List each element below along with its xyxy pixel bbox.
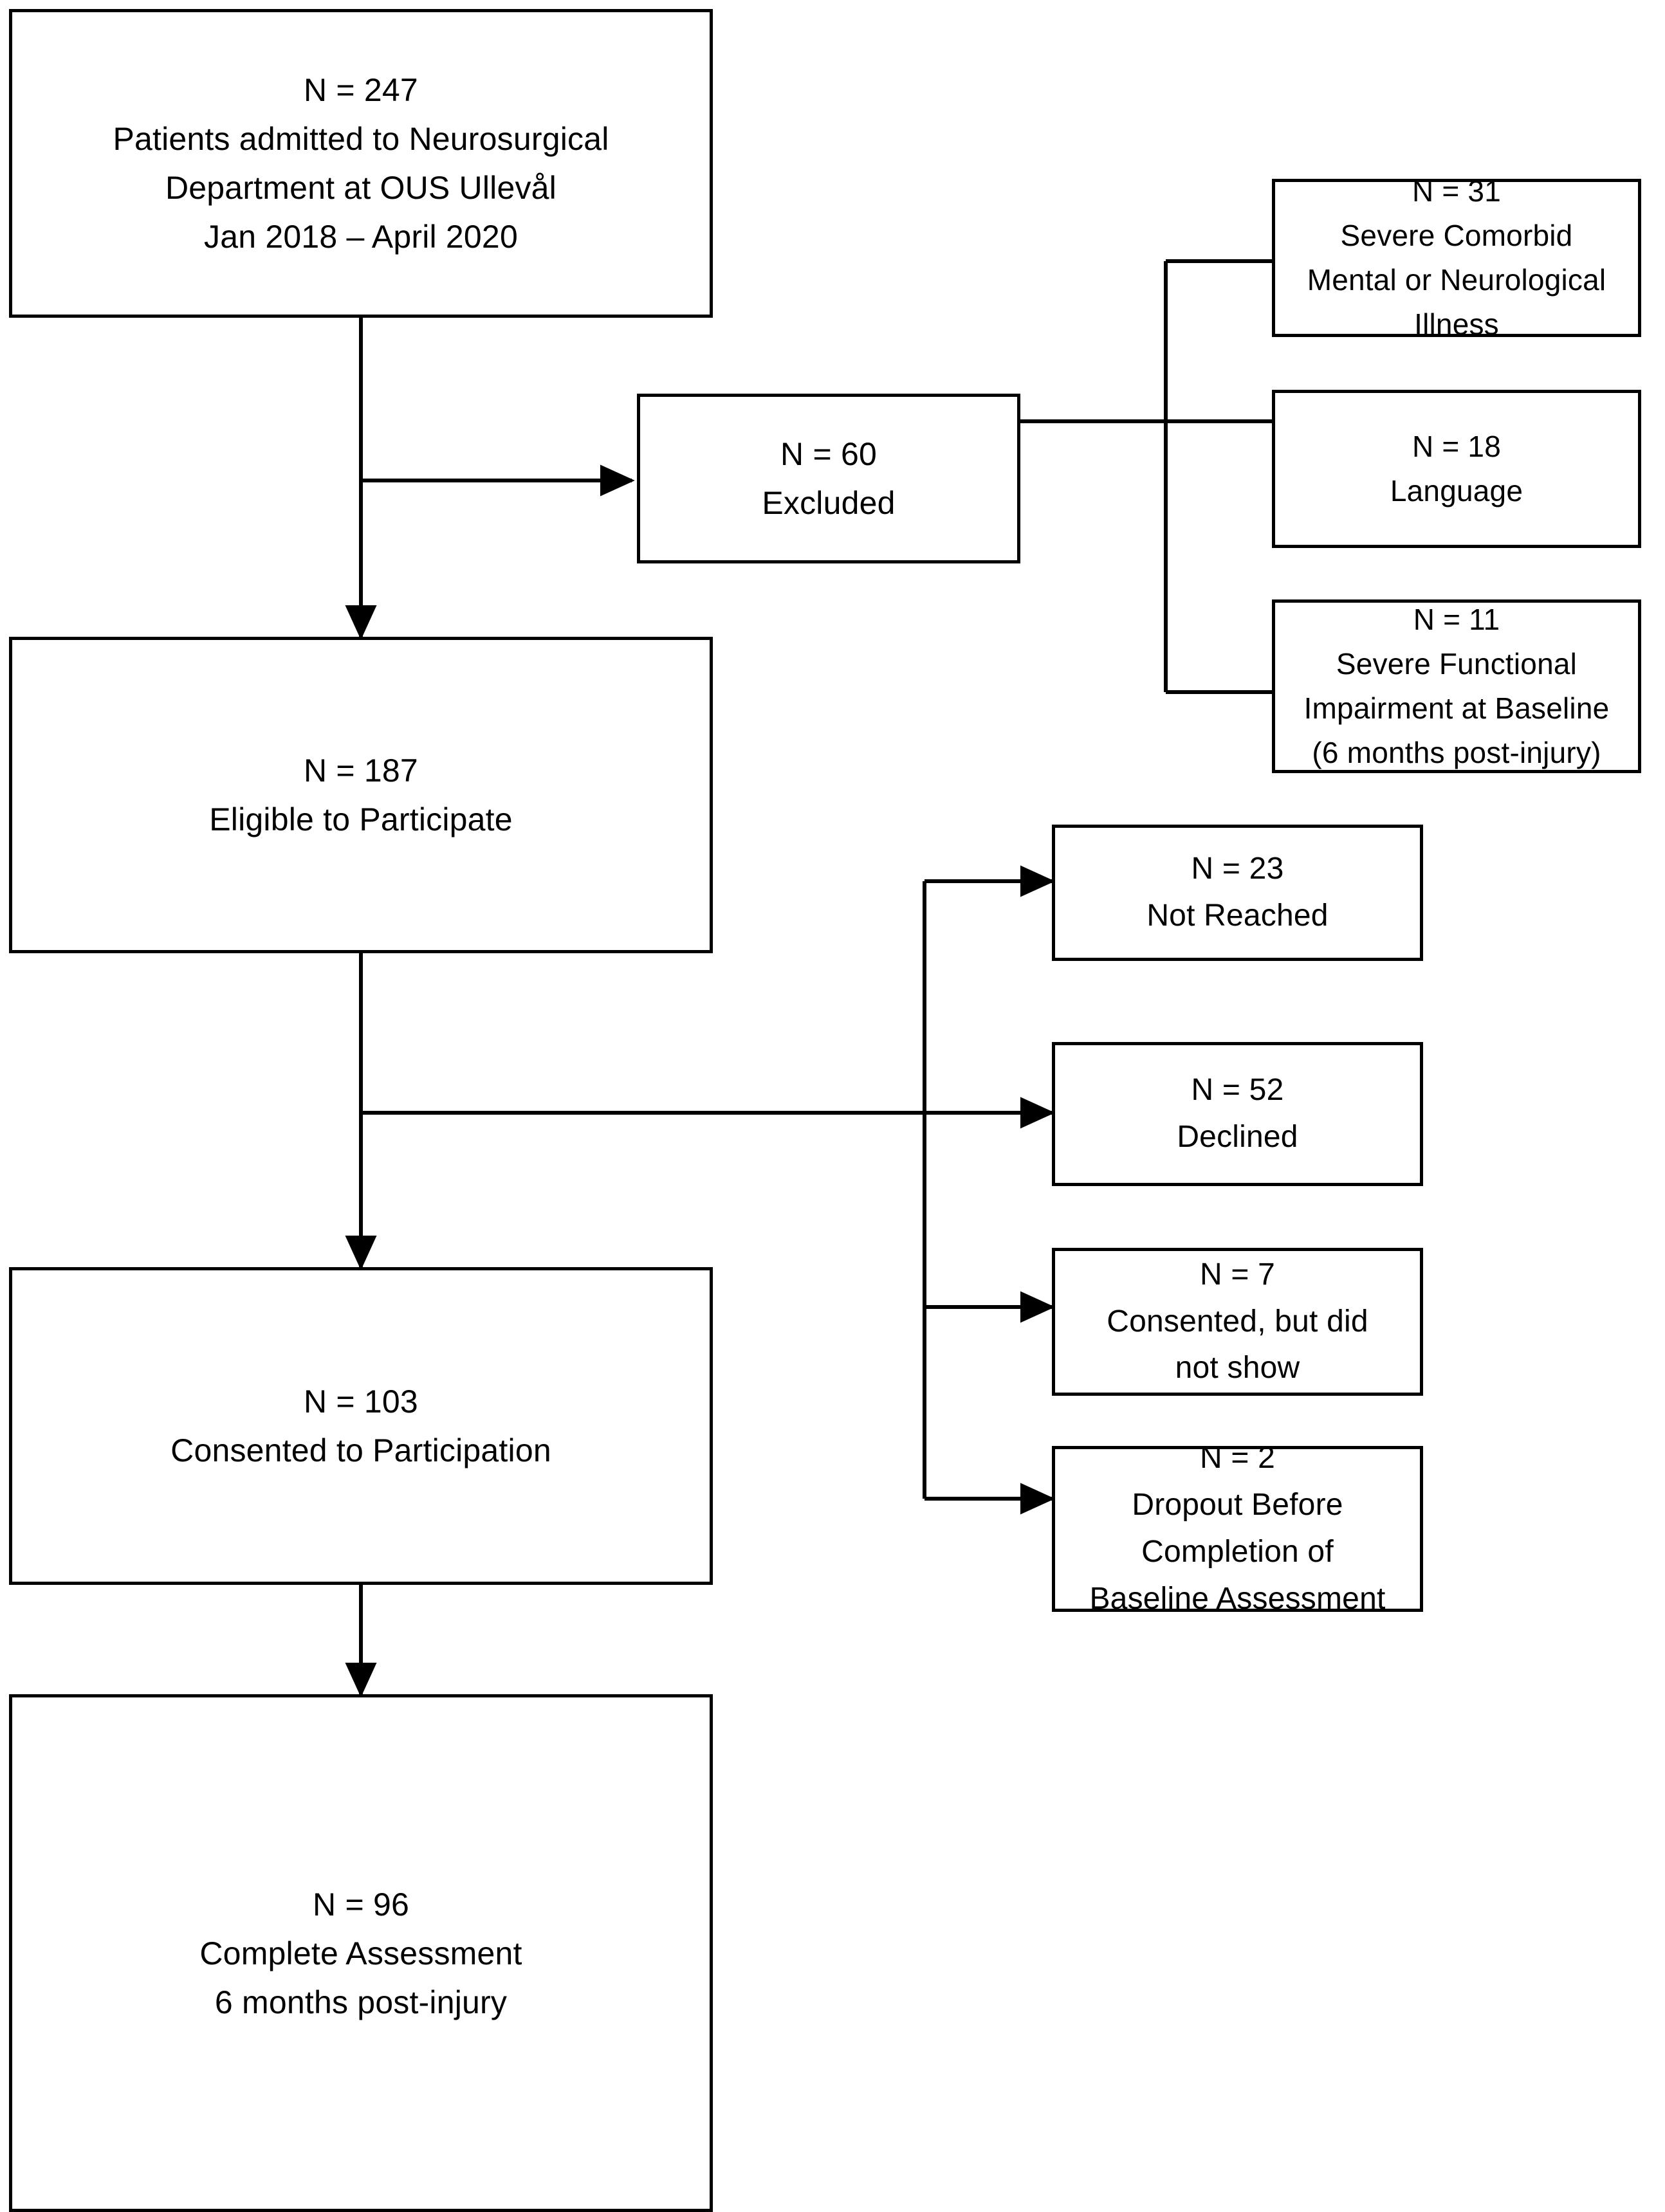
node-declined-line-1: Declined	[1177, 1120, 1298, 1154]
node-excl-language-text: N = 18 Language	[1275, 425, 1638, 513]
node-excl-comorbid-line-1: Severe Comorbid	[1340, 219, 1573, 252]
node-admitted-line-1: Patients admitted to Neurosurgical	[113, 121, 609, 157]
node-complete[interactable]: N = 96 Complete Assessment 6 months post…	[9, 1694, 713, 2212]
node-excl-language-line-1: Language	[1390, 474, 1523, 507]
node-consented-line-1: Consented to Participation	[170, 1432, 551, 1468]
node-eligible-text: N = 187 Eligible to Participate	[12, 746, 710, 844]
node-admitted-line-3: Jan 2018 – April 2020	[204, 219, 518, 255]
node-no-show-line-0: N = 7	[1199, 1257, 1276, 1292]
node-no-show[interactable]: N = 7 Consented, but did not show	[1052, 1248, 1423, 1396]
node-admitted-text: N = 247 Patients admitted to Neurosurgic…	[12, 66, 710, 261]
node-declined[interactable]: N = 52 Declined	[1052, 1042, 1423, 1186]
node-dropout-line-3: Baseline Assessment	[1089, 1581, 1386, 1616]
node-complete-line-1: Complete Assessment	[199, 1935, 522, 1971]
node-excl-language-line-0: N = 18	[1412, 430, 1501, 463]
node-no-show-text: N = 7 Consented, but did not show	[1055, 1252, 1420, 1393]
node-excl-impairment-line-3: (6 months post-injury)	[1312, 736, 1601, 769]
node-no-show-line-1: Consented, but did	[1107, 1304, 1368, 1339]
node-dropout-text: N = 2 Dropout Before Completion of Basel…	[1055, 1435, 1420, 1623]
node-excluded[interactable]: N = 60 Excluded	[637, 394, 1020, 563]
node-eligible[interactable]: N = 187 Eligible to Participate	[9, 637, 713, 953]
node-not-reached-text: N = 23 Not Reached	[1055, 846, 1420, 940]
node-not-reached-line-0: N = 23	[1191, 852, 1284, 886]
node-excluded-line-0: N = 60	[780, 436, 877, 472]
node-consented-text: N = 103 Consented to Participation	[12, 1377, 710, 1475]
node-excl-impairment-line-2: Impairment at Baseline	[1303, 691, 1610, 725]
node-dropout-line-1: Dropout Before	[1132, 1488, 1343, 1522]
node-not-reached-line-1: Not Reached	[1146, 899, 1329, 933]
node-excl-comorbid[interactable]: N = 31 Severe Comorbid Mental or Neurolo…	[1272, 174, 1641, 341]
node-excl-impairment-line-0: N = 11	[1413, 603, 1500, 636]
node-admitted-line-0: N = 247	[304, 72, 418, 108]
node-excl-language[interactable]: N = 18 Language	[1272, 390, 1641, 548]
node-admitted-line-2: Department at OUS Ullevål	[165, 170, 557, 206]
node-eligible-line-1: Eligible to Participate	[209, 801, 513, 837]
node-consented-line-0: N = 103	[304, 1384, 418, 1420]
node-excl-impairment[interactable]: N = 11 Severe Functional Impairment at B…	[1272, 599, 1641, 773]
node-eligible-line-0: N = 187	[304, 753, 418, 789]
node-declined-line-0: N = 52	[1191, 1073, 1284, 1108]
node-excl-comorbid-line-3: Illness	[1414, 307, 1499, 341]
node-complete-line-0: N = 96	[313, 1886, 409, 1923]
node-excl-comorbid-line-0: N = 31	[1412, 174, 1501, 208]
node-admitted[interactable]: N = 247 Patients admitted to Neurosurgic…	[9, 9, 713, 318]
node-complete-line-2: 6 months post-injury	[214, 1984, 508, 2020]
node-dropout-line-0: N = 2	[1199, 1441, 1276, 1476]
node-dropout-line-2: Completion of	[1141, 1535, 1334, 1569]
node-excl-comorbid-text: N = 31 Severe Comorbid Mental or Neurolo…	[1275, 169, 1638, 347]
node-excluded-line-1: Excluded	[762, 485, 896, 521]
node-complete-text: N = 96 Complete Assessment 6 months post…	[12, 1880, 710, 2027]
node-declined-text: N = 52 Declined	[1055, 1067, 1420, 1161]
node-excl-impairment-text: N = 11 Severe Functional Impairment at B…	[1275, 598, 1638, 775]
node-excl-impairment-line-1: Severe Functional	[1336, 647, 1578, 681]
node-excluded-text: N = 60 Excluded	[640, 430, 1017, 527]
node-not-reached[interactable]: N = 23 Not Reached	[1052, 825, 1423, 961]
node-dropout[interactable]: N = 2 Dropout Before Completion of Basel…	[1052, 1441, 1423, 1616]
node-consented[interactable]: N = 103 Consented to Participation	[9, 1267, 713, 1585]
node-no-show-line-2: not show	[1175, 1351, 1300, 1385]
node-excl-comorbid-line-2: Mental or Neurological	[1307, 263, 1606, 297]
